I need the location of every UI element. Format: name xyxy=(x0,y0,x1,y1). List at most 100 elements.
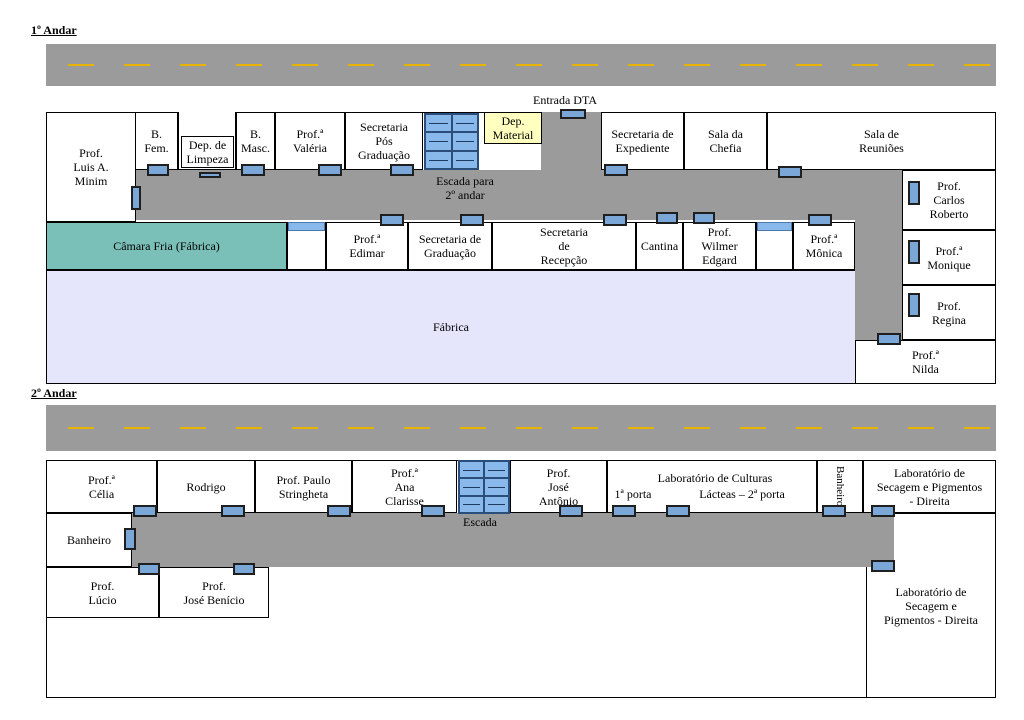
room-banheiro-masc-label: B. Masc. xyxy=(241,127,270,155)
room-prof-valeria-label: Prof.ª Valéria xyxy=(293,127,327,155)
room-rodrigo-label: Rodrigo xyxy=(186,479,226,494)
lane-dash xyxy=(460,427,486,429)
door-prof-jose-benicio[interactable] xyxy=(233,563,255,575)
room-secretaria-graduacao: Secretaria de Graduação xyxy=(408,222,492,270)
lane-dash xyxy=(852,427,878,429)
room-prof-carlos-label: Prof. Carlos Roberto xyxy=(929,179,969,221)
door-sala-chefia[interactable] xyxy=(778,166,802,178)
door-banheiro[interactable] xyxy=(124,528,136,550)
door-banheiro-masc[interactable] xyxy=(241,164,265,176)
room-prof-jose-benicio: Prof. José Benício xyxy=(159,567,269,618)
lane-dash xyxy=(684,427,710,429)
second-floor-title: 2º Andar xyxy=(31,386,77,400)
lab-culturas-porta-1: 1ª porta xyxy=(614,487,652,501)
door-banheiro-vertical[interactable] xyxy=(822,505,846,517)
lane-dash xyxy=(460,64,486,66)
room-camara-fria: Câmara Fria (Fábrica) xyxy=(46,222,287,270)
door-prof-wilmer[interactable] xyxy=(693,212,715,224)
corridor-main-first-floor xyxy=(135,170,855,220)
room-banheiro: Banheiro xyxy=(46,513,132,567)
lane-dash xyxy=(292,64,318,66)
lane-dash xyxy=(236,427,262,429)
door-prof-celia[interactable] xyxy=(133,505,157,517)
lane-dash xyxy=(68,427,94,429)
lane-dash xyxy=(572,64,598,66)
window-2 xyxy=(757,222,792,231)
door-secretaria-pos[interactable] xyxy=(390,164,414,176)
lane-dash xyxy=(124,427,150,429)
door-prof-regina[interactable] xyxy=(908,293,920,317)
door-secretaria-graduacao[interactable] xyxy=(460,214,484,226)
door-entrada-dta[interactable] xyxy=(560,109,586,119)
room-prof-nilda: Prof.ª Nilda xyxy=(855,340,996,384)
room-prof-ana-clarisse: Prof.ª Ana Clarisse xyxy=(352,460,457,513)
door-prof-carlos[interactable] xyxy=(908,181,920,205)
lane-dash xyxy=(684,64,710,66)
room-banheiro-vertical-label: Banheiro xyxy=(834,466,846,507)
door-prof-valeria[interactable] xyxy=(318,164,342,176)
room-dep-limpeza-label: Dep. de Limpeza xyxy=(186,138,229,166)
room-secretaria-expediente: Secretaria de Expediente xyxy=(601,112,684,170)
lane-dash xyxy=(404,427,430,429)
room-prof-lucio: Prof. Lúcio xyxy=(46,567,159,618)
door-secretaria-recepcao[interactable] xyxy=(603,214,627,226)
stairs-second-floor xyxy=(458,460,510,514)
room-lab-secagem-top-label: Laboratório de Secagem e Pigmentos - Dir… xyxy=(876,465,983,508)
window-1 xyxy=(288,222,325,231)
door-dep-limpeza[interactable] xyxy=(199,172,221,178)
entrance-label: Entrada DTA xyxy=(532,93,597,107)
escada-label: Escada xyxy=(463,515,497,529)
corridor-right-end xyxy=(840,513,894,567)
room-prof-paulo: Prof. Paulo Stringheta xyxy=(255,460,352,513)
corridor-right-first-floor xyxy=(855,170,902,340)
room-lab-culturas-lacteas xyxy=(607,460,817,513)
room-prof-wilmer: Prof. Wilmer Edgard xyxy=(683,222,756,270)
room-fabrica-label: Fábrica xyxy=(433,320,469,334)
room-prof-edimar-label: Prof.ª Edimar xyxy=(349,232,385,260)
lane-dash xyxy=(628,64,654,66)
door-prof-edimar[interactable] xyxy=(380,214,404,226)
room-prof-lucio-label: Prof. Lúcio xyxy=(88,578,117,607)
lane-dash xyxy=(516,427,542,429)
room-cantina-label: Cantina xyxy=(640,239,679,253)
door-prof-ana-clarisse[interactable] xyxy=(421,505,445,517)
door-banheiro-fem[interactable] xyxy=(147,164,169,176)
room-cantina: Cantina xyxy=(636,222,683,270)
lane-dash xyxy=(740,427,766,429)
room-camara-fria-label: Câmara Fria (Fábrica) xyxy=(113,239,220,253)
door-lab-secagem-bottom[interactable] xyxy=(871,560,895,572)
door-prof-luis[interactable] xyxy=(131,186,141,210)
room-rodrigo: Rodrigo xyxy=(157,460,255,513)
lane-dash xyxy=(572,427,598,429)
room-secretaria-expediente-label: Secretaria de Expediente xyxy=(611,127,674,155)
door-lab-culturas-1[interactable] xyxy=(612,505,636,517)
door-rodrigo[interactable] xyxy=(221,505,245,517)
lane-dash xyxy=(964,64,990,66)
room-secretaria-recepcao: Secretaria de Recepção xyxy=(492,222,636,270)
door-lab-culturas-2[interactable] xyxy=(666,505,690,517)
room-prof-jose-antonio-label: Prof. José Antônio xyxy=(538,465,579,508)
room-prof-luis-label: Prof. Luis A. Minim xyxy=(73,146,109,188)
room-prof-edimar: Prof.ª Edimar xyxy=(326,222,408,270)
door-prof-monique[interactable] xyxy=(908,240,920,264)
room-banheiro-fem-label: B. Fem. xyxy=(144,127,169,155)
room-lab-secagem-bottom-label: Laboratório de Secagem e Pigmentos - Dir… xyxy=(884,584,978,627)
lane-dash xyxy=(404,64,430,66)
lab-culturas-porta-2: Lácteas – 2ª porta xyxy=(699,487,785,501)
door-prof-monica[interactable] xyxy=(808,214,832,226)
room-prof-jose-benicio-label: Prof. José Benício xyxy=(183,578,245,607)
door-lab-secagem-top[interactable] xyxy=(871,505,895,517)
door-prof-paulo[interactable] xyxy=(327,505,351,517)
lane-dash xyxy=(348,64,374,66)
lane-dash xyxy=(180,427,206,429)
door-prof-lucio[interactable] xyxy=(138,563,160,575)
room-prof-monica: Prof.ª Mônica xyxy=(793,222,855,270)
room-sala-reunioes: Sala de Reuniões xyxy=(767,112,996,170)
door-prof-nilda[interactable] xyxy=(877,333,901,345)
stairs-first-floor xyxy=(424,113,479,170)
room-prof-jose-antonio: Prof. José Antônio xyxy=(510,460,607,513)
door-prof-jose-antonio[interactable] xyxy=(559,505,583,517)
door-secretaria-expediente[interactable] xyxy=(604,164,628,176)
room-sala-chefia: Sala da Chefia xyxy=(684,112,767,170)
door-cantina[interactable] xyxy=(656,212,678,224)
